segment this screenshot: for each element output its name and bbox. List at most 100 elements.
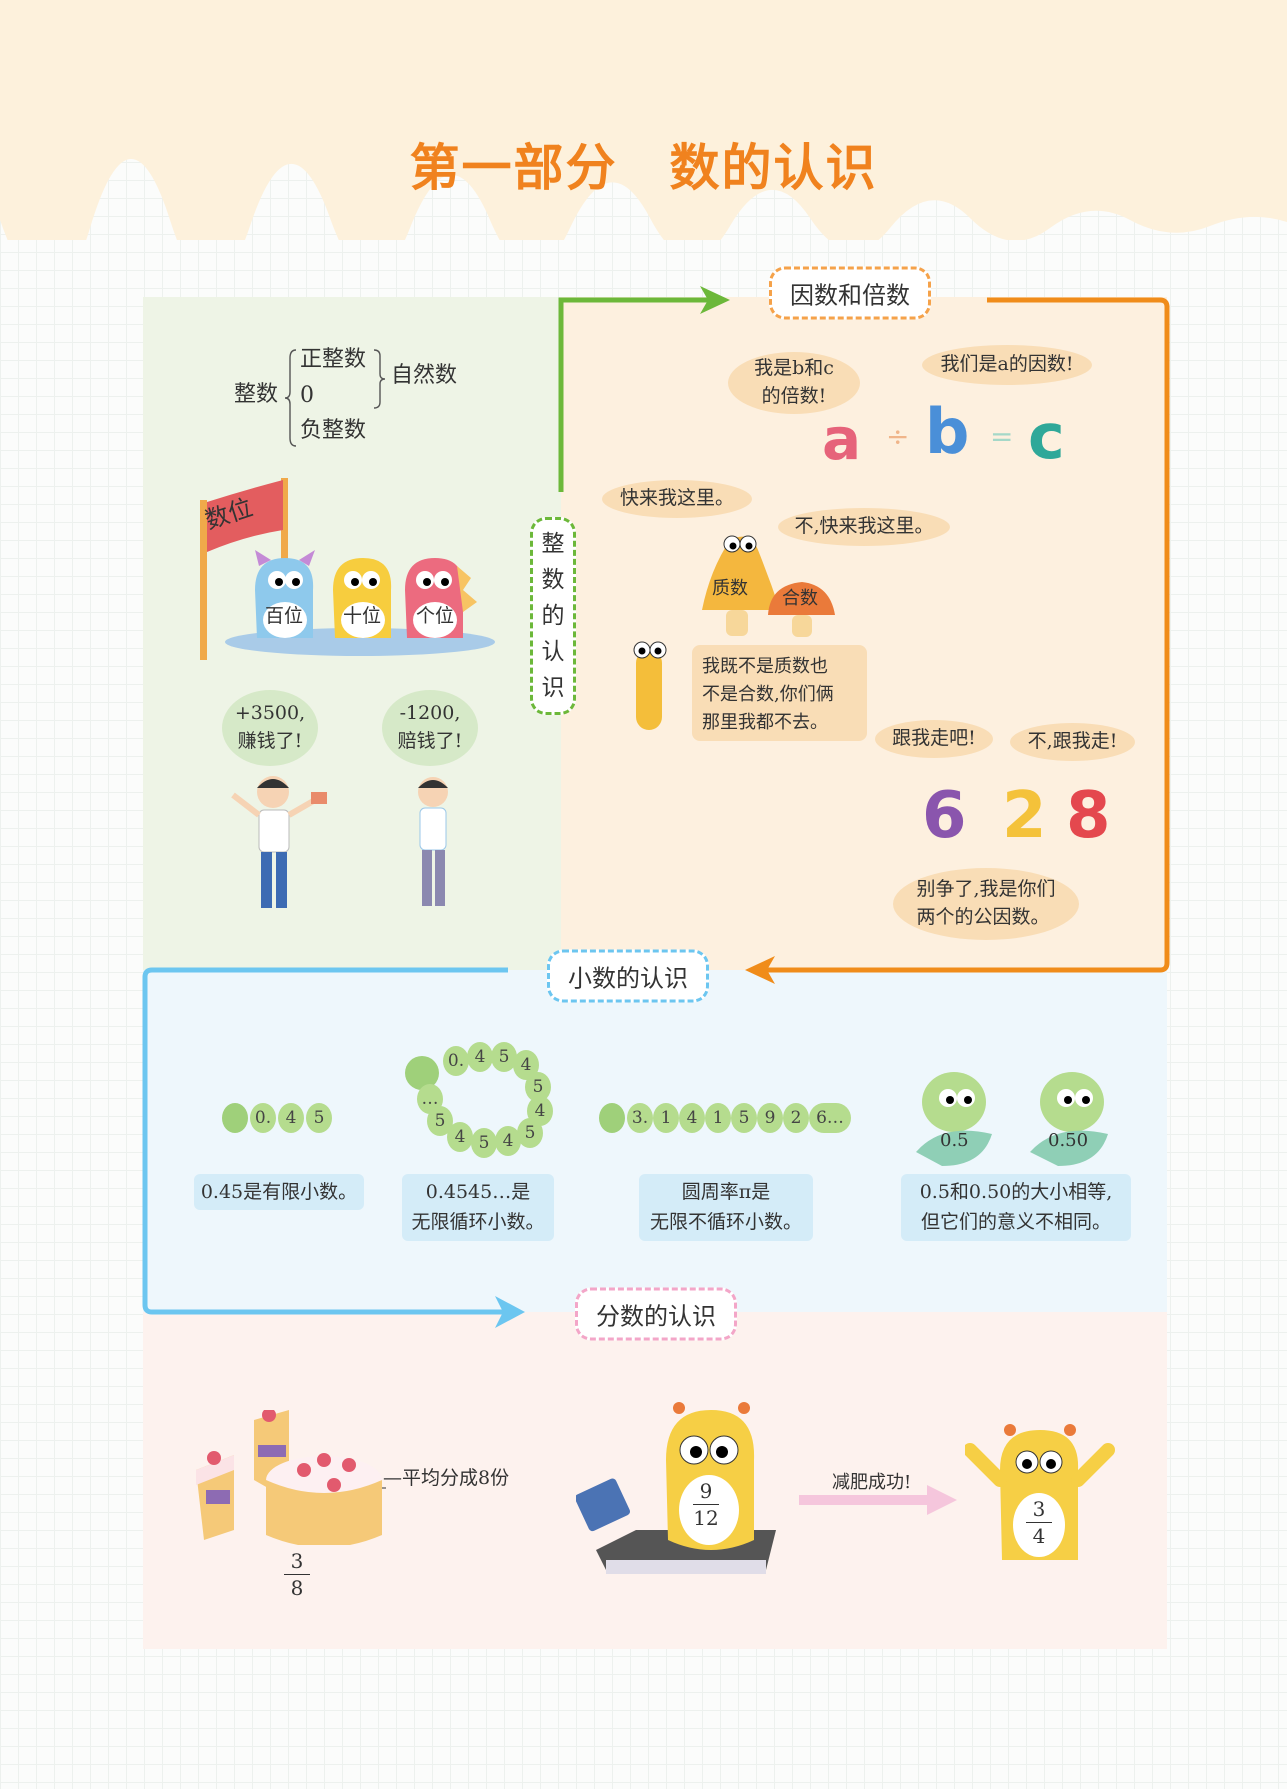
loss-text: 赔钱了! xyxy=(397,730,463,752)
scale-monster-illustration xyxy=(576,1402,776,1574)
place-tens: 十位 xyxy=(343,605,382,627)
mushrooms-illustration xyxy=(702,535,835,637)
caterpillar-segment: 6… xyxy=(809,1103,851,1133)
caterpillar-segment: 4 xyxy=(679,1103,705,1133)
cake-caption: —平均分成8份 xyxy=(383,1467,510,1489)
orange-line xyxy=(760,297,1170,973)
people-illustration xyxy=(231,776,448,908)
letter-c: c xyxy=(1028,400,1065,473)
label-char: 数 xyxy=(541,567,565,593)
denominator: 4 xyxy=(1032,1524,1046,1548)
one-line: 不是合数,你们俩 xyxy=(702,683,834,705)
multiple-line2: 的倍数! xyxy=(761,385,827,407)
card-line: 但它们的意义不相同。 xyxy=(920,1211,1111,1234)
caterpillar-segment: 0. xyxy=(250,1103,276,1133)
caterpillar-segment: 4 xyxy=(467,1042,493,1072)
caterpillar-pi: 3. 1 4 1 5 9 2 6… xyxy=(599,1100,859,1136)
orange-arrowhead xyxy=(745,956,775,984)
green-arrowhead xyxy=(700,286,730,314)
tree-negative: 负整数 xyxy=(300,418,367,443)
decimal-card-repeating: 0.4545…是无限循环小数。 xyxy=(402,1174,554,1241)
leaf-value-1: 0.5 xyxy=(940,1130,969,1151)
factor-bubble: 我们是a的因数! xyxy=(922,345,1092,385)
sad-boy xyxy=(418,777,448,906)
tree-natural: 自然数 xyxy=(391,363,458,388)
follow-bubble-1: 跟我走吧! xyxy=(875,720,993,758)
caterpillar-segment: 5 xyxy=(517,1118,543,1148)
slim-monster-illustration xyxy=(965,1424,1115,1560)
gain-bubble: +3500,赚钱了! xyxy=(222,690,318,766)
caterpillar-segment: 1 xyxy=(705,1103,731,1133)
caterpillar-segment: 5 xyxy=(471,1128,497,1158)
multiple-line1: 我是b和c xyxy=(754,357,834,380)
loss-bubble: -1200, 赔钱了! xyxy=(382,690,478,766)
blue-arrowhead xyxy=(495,1296,525,1328)
caterpillar-segment: 9 xyxy=(757,1103,783,1133)
digit-eight: 8 xyxy=(1066,779,1111,853)
decimal-card-finite: 0.45是有限小数。 xyxy=(194,1174,364,1211)
one-speech-box: 我既不是质数也 不是合数,你们俩 那里我都不去。 xyxy=(692,645,867,741)
caterpillars-with-leaves xyxy=(916,1072,1108,1166)
common-line2: 两个的公因数。 xyxy=(916,906,1050,928)
factors-label: 因数和倍数 xyxy=(769,266,931,320)
caterpillar-segment: 0. xyxy=(443,1046,469,1076)
gain-text: 赚钱了! xyxy=(237,730,303,752)
card-line: 0.45是有限小数。 xyxy=(200,1181,358,1203)
leaf-value-2: 0.50 xyxy=(1048,1130,1089,1151)
monster-blue xyxy=(255,550,315,638)
denominator: 12 xyxy=(693,1506,719,1530)
decimals-panel xyxy=(143,970,1167,1312)
denominator: 8 xyxy=(290,1576,304,1600)
numerator: 3 xyxy=(1032,1497,1046,1521)
divide-sign: ÷ xyxy=(886,420,910,453)
place-hundreds: 百位 xyxy=(265,605,304,627)
letter-a: a xyxy=(822,405,862,473)
cake-illustration xyxy=(196,1410,386,1545)
left-brace xyxy=(284,349,297,447)
number-one-character xyxy=(636,650,662,730)
common-factor-bubble: 别争了,我是你们两个的公因数。 xyxy=(893,868,1079,940)
digit-six: 6 xyxy=(922,779,967,853)
happy-boy xyxy=(231,776,327,908)
common-line1: 别争了,我是你们 xyxy=(916,878,1056,901)
caterpillar-head xyxy=(599,1103,625,1133)
come-bubble-1: 快来我这里。 xyxy=(602,480,752,518)
caterpillar-segment: 4 xyxy=(495,1126,521,1156)
pink-arrow xyxy=(799,1485,957,1515)
card-line: 圆周率π是 xyxy=(681,1181,771,1203)
tree-root: 整数 xyxy=(234,382,279,407)
numerator: 3 xyxy=(290,1549,304,1573)
factors-panel xyxy=(561,297,1167,970)
caterpillar-segment: 5 xyxy=(731,1103,757,1133)
caterpillar-head xyxy=(222,1103,248,1133)
right-brace xyxy=(373,349,386,409)
place-value-illustration xyxy=(200,478,495,660)
place-ones: 个位 xyxy=(416,605,455,627)
card-line: 0.5和0.50的大小相等, xyxy=(919,1181,1113,1203)
monster-yellow xyxy=(333,558,392,638)
follow-bubble-2: 不,跟我走! xyxy=(1010,723,1135,761)
caterpillar-segment: 5 xyxy=(306,1103,332,1133)
card-line: 0.4545…是 xyxy=(425,1181,531,1203)
label-char: 整 xyxy=(541,531,565,557)
blue-line xyxy=(142,967,508,1315)
caterpillar-segment: 4 xyxy=(278,1103,304,1133)
tree-zero: 0 xyxy=(300,383,314,408)
letter-b: b xyxy=(925,395,970,468)
caterpillar-segment: … xyxy=(417,1084,443,1114)
one-line: 我既不是质数也 xyxy=(702,656,828,677)
header-band xyxy=(0,0,1287,240)
decimals-label: 小数的认识 xyxy=(547,949,709,1003)
card-line: 无限不循环小数。 xyxy=(649,1211,802,1234)
equals-sign: = xyxy=(990,420,1014,453)
digit-two: 2 xyxy=(1002,779,1047,853)
numerator: 9 xyxy=(699,1479,713,1503)
loss-amount: -1200, xyxy=(399,702,461,725)
page-title: 第一部分 数的认识 xyxy=(409,139,878,197)
arrow-label: 减肥成功! xyxy=(832,1472,912,1493)
fractions-label: 分数的认识 xyxy=(575,1287,737,1341)
caterpillar-segment: 1 xyxy=(653,1103,679,1133)
